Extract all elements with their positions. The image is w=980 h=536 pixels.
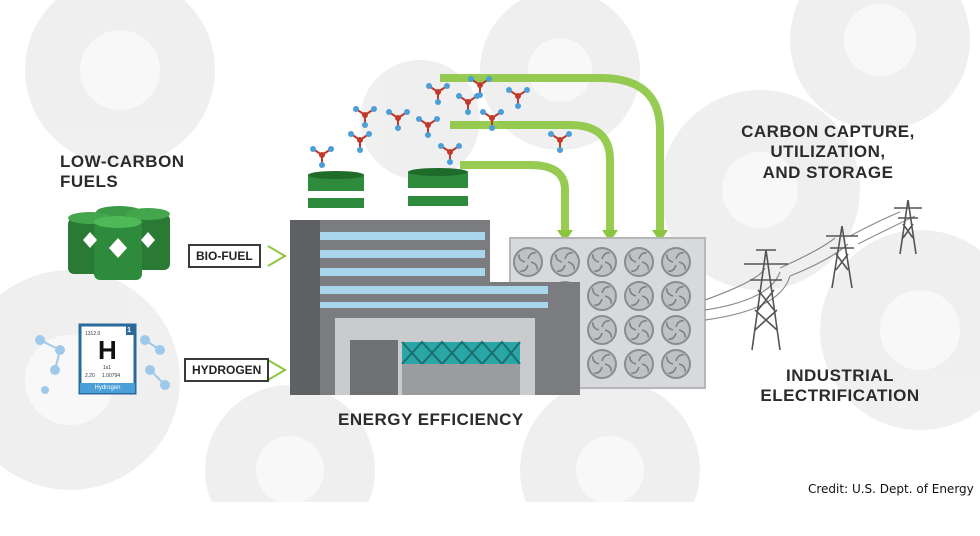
fan-unit xyxy=(587,315,617,345)
factory-icon xyxy=(290,168,580,395)
molecule xyxy=(548,131,572,153)
molecule xyxy=(468,76,492,98)
ccus-line1: CARBON CAPTURE, xyxy=(741,122,915,141)
low-carbon-fuels-line2: FUELS xyxy=(60,172,119,192)
molecule xyxy=(353,106,377,128)
element-name: Hydrogen xyxy=(94,385,121,391)
fan-unit xyxy=(587,247,617,277)
bio-fuel-tag: BIO-FUEL xyxy=(188,244,261,268)
transmission-tower-icon xyxy=(744,199,922,351)
industrial-electrification-label: INDUSTRIAL ELECTRIFICATION xyxy=(750,366,930,407)
element-mass: 1.00794 xyxy=(102,373,121,379)
hydrogen-element-icon xyxy=(78,323,137,395)
molecule xyxy=(310,146,334,168)
hydrogen-tag: HYDROGEN xyxy=(184,358,270,382)
low-carbon-fuels-label: LOW-CARBON FUELS xyxy=(60,152,185,193)
molecule xyxy=(480,109,504,131)
molecule-icon xyxy=(310,76,572,168)
electrification-line2: ELECTRIFICATION xyxy=(760,386,920,406)
molecule xyxy=(456,93,480,115)
element-electronegativity: 2.20 xyxy=(85,373,95,379)
carbon-flow-pipes xyxy=(440,74,664,232)
bottom-band xyxy=(0,502,980,536)
low-carbon-fuels-line1: LOW-CARBON xyxy=(60,152,185,171)
molecule xyxy=(416,116,440,138)
element-config: 1s1 xyxy=(103,365,112,371)
fan-unit xyxy=(624,315,654,345)
molecule xyxy=(426,83,450,105)
fan-unit xyxy=(661,315,691,345)
molecule xyxy=(348,131,372,153)
molecule-icon xyxy=(35,335,170,394)
ccus-line2: UTILIZATION, xyxy=(770,142,886,162)
molecule xyxy=(506,87,530,109)
fan-unit xyxy=(624,281,654,311)
molecule xyxy=(438,143,462,165)
element-ionization: 1312.0 xyxy=(85,331,101,337)
fan-unit xyxy=(661,281,691,311)
element-number: 1 xyxy=(127,327,131,334)
fan-unit xyxy=(587,281,617,311)
oil-barrel-icon xyxy=(68,206,170,280)
fan-unit xyxy=(513,247,543,277)
element-symbol: H xyxy=(98,335,117,365)
fan-unit xyxy=(624,349,654,379)
energy-efficiency-label: ENERGY EFFICIENCY xyxy=(338,410,524,429)
electrification-line1: INDUSTRIAL xyxy=(786,366,894,385)
fan-unit xyxy=(661,349,691,379)
image-credit: Credit: U.S. Dept. of Energy xyxy=(808,482,974,496)
element-tile-text: 1312.0 1 H 1s1 2.20 1.00794 xyxy=(82,327,133,383)
fan-unit xyxy=(550,247,580,277)
ccus-line3: AND STORAGE xyxy=(762,162,894,182)
input-arrows xyxy=(267,245,287,381)
fan-unit xyxy=(587,349,617,379)
pipe-arrowheads xyxy=(557,230,668,242)
molecule xyxy=(386,109,410,131)
fan-unit xyxy=(661,247,691,277)
fan-unit xyxy=(624,247,654,277)
ccus-label: CARBON CAPTURE, UTILIZATION, AND STORAGE xyxy=(736,122,920,183)
